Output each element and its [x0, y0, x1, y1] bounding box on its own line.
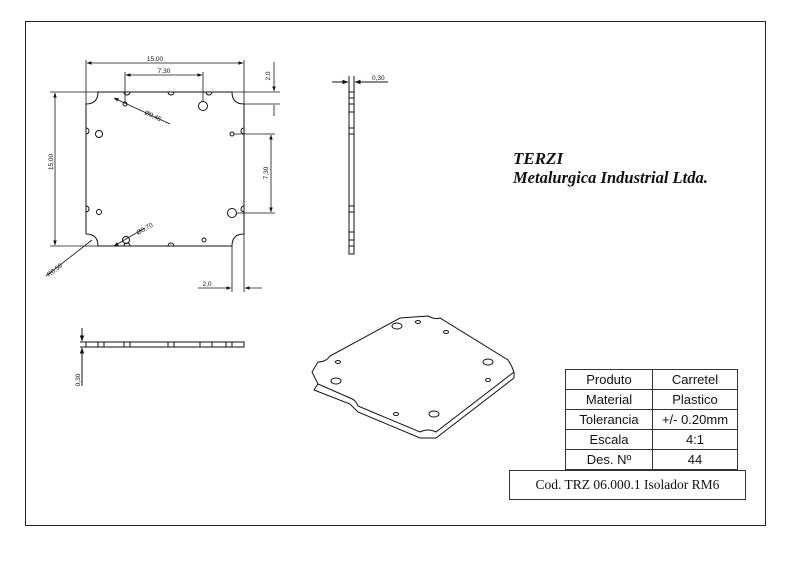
title-block-value: +/- 0.20mm	[652, 409, 738, 430]
title-block-row: Des. Nº 44	[565, 449, 738, 470]
side-view-horizontal	[79, 328, 245, 386]
title-block-row: Tolerancia +/- 0.20mm	[565, 409, 738, 430]
dim-width-top: 15,00	[147, 56, 164, 63]
side-view-vertical	[332, 76, 388, 255]
title-block-label: Material	[565, 389, 653, 410]
dim-hole-spacing-top: 7,30	[158, 68, 171, 75]
title-block-label: Produto	[565, 369, 653, 390]
title-block-value: Carretel	[652, 369, 738, 390]
title-block-label: Des. Nº	[565, 449, 653, 470]
isometric-view	[311, 315, 515, 439]
dim-edge-bottom: 2,0	[202, 281, 211, 288]
dim-thickness-bottom: 0,30	[75, 373, 82, 386]
plate-holes	[95, 101, 237, 244]
title-block: Produto Carretel Material Plastico Toler…	[565, 369, 738, 470]
title-block-row: Produto Carretel	[565, 369, 738, 390]
title-block-value: Plastico	[652, 389, 738, 410]
dim-hole-spacing-right: 7,30	[263, 166, 270, 179]
dim-hole-diameter-bottom: Ø0,70	[136, 222, 155, 237]
company-subtitle: Metalurgica Industrial Ltda.	[513, 168, 708, 187]
title-block-label: Tolerancia	[565, 409, 653, 430]
title-block-label: Escala	[565, 429, 653, 450]
plate-top-view	[85, 91, 245, 247]
dim-hole-diameter-top: Ø0,45	[143, 109, 162, 123]
drawing-frame	[25, 21, 766, 526]
title-block-value: 4:1	[652, 429, 738, 450]
company-name: TERZI	[513, 149, 564, 168]
title-block-row: Escala 4:1	[565, 429, 738, 450]
dimension-labels: 15,00 7,30 2,0 15,00 7,30 2,0 Ø0,45 Ø0,7…	[46, 56, 385, 386]
title-block-row: Material Plastico	[565, 389, 738, 410]
dim-height-left: 15,00	[48, 153, 55, 170]
dimension-lines	[45, 60, 280, 292]
dim-edge-right-top: 2,0	[265, 71, 272, 80]
company-name-block: TERZI Metalurgica Industrial Ltda.	[513, 150, 708, 188]
dim-thickness-side: 0,30	[372, 75, 385, 82]
part-code: Cod. TRZ 06.000.1 Isolador RM6	[509, 470, 746, 500]
dim-corner-radius: R0,50	[46, 262, 64, 278]
title-block-value: 44	[652, 449, 738, 470]
